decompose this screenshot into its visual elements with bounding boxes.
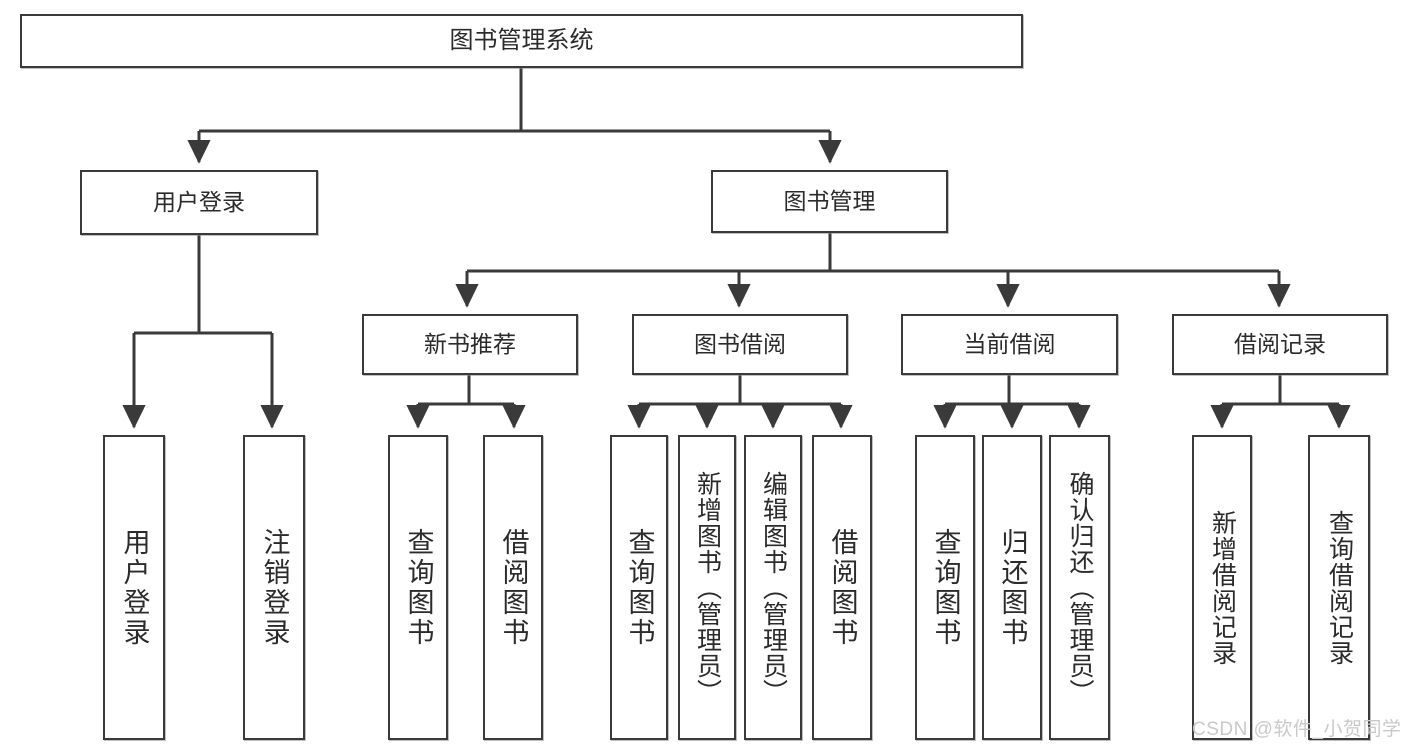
node-label: 图书借阅 <box>694 330 786 357</box>
node-leaf-logout-login[interactable]: 注销登录 <box>243 435 305 740</box>
node-label: 查询图书 <box>624 527 655 648</box>
node-label: 借阅图书 <box>498 527 529 648</box>
node-book-manage[interactable]: 图书管理 <box>711 170 948 233</box>
node-current-borrow[interactable]: 当前借阅 <box>901 314 1118 375</box>
node-leaf-borrow-book-2[interactable]: 借阅图书 <box>812 435 872 740</box>
node-label: 图书管理系统 <box>449 26 594 54</box>
node-label: 图书管理 <box>783 187 876 214</box>
node-label: 注销登录 <box>259 527 290 648</box>
node-label: 新书推荐 <box>424 330 516 357</box>
node-book-borrow[interactable]: 图书借阅 <box>632 314 848 375</box>
node-label: 新增借阅记录 <box>1208 509 1237 666</box>
node-leaf-add-record[interactable]: 新增借阅记录 <box>1192 435 1252 740</box>
node-leaf-query-book-2[interactable]: 查询图书 <box>610 435 668 740</box>
node-label: 当前借阅 <box>963 330 1056 357</box>
node-leaf-query-record[interactable]: 查询借阅记录 <box>1308 435 1370 740</box>
node-leaf-add-book[interactable]: 新增图书（管理员） <box>678 435 736 740</box>
node-leaf-confirm-return[interactable]: 确认归还（管理员） <box>1049 435 1110 740</box>
node-label: 查询借阅记录 <box>1325 509 1354 666</box>
node-label: 查询图书 <box>403 527 434 648</box>
node-label: 用户登录 <box>153 188 245 215</box>
node-leaf-borrow-book-1[interactable]: 借阅图书 <box>483 435 543 740</box>
node-borrow-record[interactable]: 借阅记录 <box>1172 314 1388 375</box>
node-label: 编辑图书（管理员） <box>759 470 788 705</box>
node-root-system[interactable]: 图书管理系统 <box>20 14 1023 68</box>
node-leaf-query-book-1[interactable]: 查询图书 <box>388 435 448 740</box>
node-label: 查询图书 <box>930 527 961 648</box>
node-leaf-return-book[interactable]: 归还图书 <box>982 435 1042 740</box>
node-label: 新增图书（管理员） <box>693 470 722 705</box>
node-label: 用户登录 <box>119 527 150 648</box>
node-new-book-recommend[interactable]: 新书推荐 <box>362 314 578 375</box>
node-label: 借阅图书 <box>827 527 858 648</box>
node-leaf-query-book-3[interactable]: 查询图书 <box>915 435 975 740</box>
watermark-text: CSDN @软件_小贺同学 <box>1192 719 1402 740</box>
node-user-login[interactable]: 用户登录 <box>80 170 318 235</box>
node-leaf-edit-book[interactable]: 编辑图书（管理员） <box>744 435 802 740</box>
node-label: 确认归还（管理员） <box>1066 470 1094 705</box>
node-label: 归还图书 <box>997 527 1028 648</box>
node-label: 借阅记录 <box>1234 330 1326 357</box>
node-leaf-user-login[interactable]: 用户登录 <box>103 435 165 740</box>
